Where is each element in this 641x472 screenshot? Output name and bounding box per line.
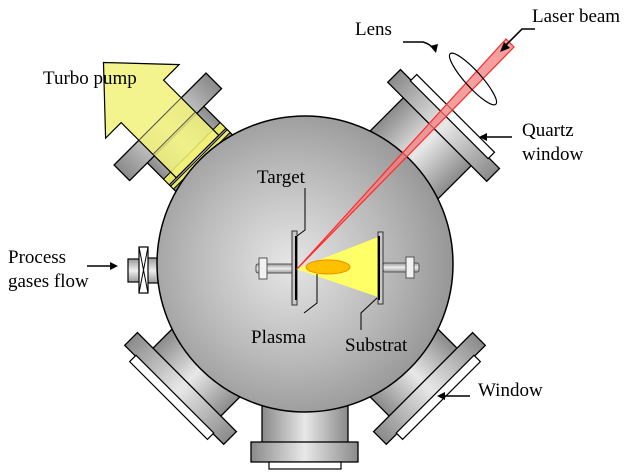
label-quartz-window-line2: window — [522, 144, 584, 165]
turbo-pump-arrow-icon — [102, 61, 220, 179]
label-substrat: Substrat — [345, 335, 408, 356]
label-process-gases-line2: gases flow — [8, 271, 89, 292]
gas-inlet-valve — [127, 246, 161, 294]
label-laser-beam: Laser beam — [532, 6, 620, 27]
quartz-window-port — [362, 68, 501, 207]
target-holder — [255, 230, 298, 306]
lower-right-window-port — [369, 328, 487, 446]
vacuum-chamber — [156, 115, 454, 413]
label-turbo-pump: Turbo pump — [43, 68, 137, 89]
plasma — [305, 259, 351, 275]
leader-lines — [296, 188, 378, 330]
label-process-gases-line1: Process — [8, 247, 66, 268]
annotation-arrows — [87, 28, 535, 400]
substrate-holder — [377, 231, 420, 305]
quartz-window — [409, 73, 496, 160]
label-window: Window — [478, 380, 543, 401]
laser-beam — [296, 38, 515, 270]
window — [395, 354, 482, 441]
label-target: Target — [257, 167, 306, 188]
label-quartz-window-line1: Quartz — [522, 120, 574, 141]
lower-left-window-port — [123, 328, 241, 446]
lens — [448, 52, 498, 106]
label-lens: Lens — [355, 19, 392, 40]
label-plasma: Plasma — [251, 327, 306, 348]
